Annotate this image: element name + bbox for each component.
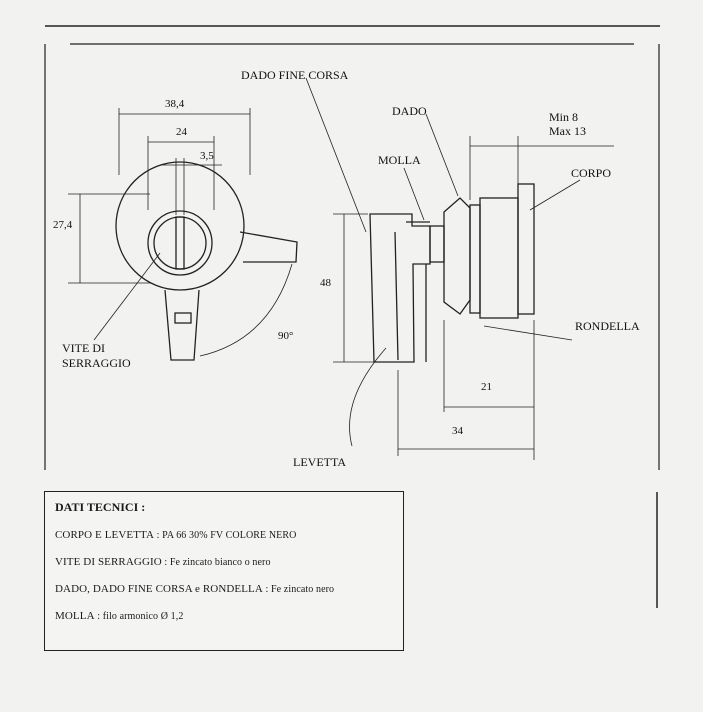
- spec-row: DADO, DADO FINE CORSA e RONDELLA : Fe zi…: [55, 583, 393, 595]
- label-vite-line2: SERRAGGIO: [62, 356, 131, 370]
- dim-27-4: 27,4: [53, 219, 73, 231]
- spec-key: DADO, DADO FINE CORSA e RONDELLA: [55, 583, 263, 595]
- label-vite-line1: VITE DI: [62, 341, 105, 355]
- sheet-frame: [44, 25, 660, 608]
- label-molla: MOLLA: [378, 153, 421, 167]
- label-max: Max 13: [549, 124, 586, 138]
- specs-title: DATI TECNICI :: [55, 500, 146, 514]
- dim-34: 34: [452, 425, 463, 437]
- spec-row: VITE DI SERRAGGIO : Fe zincato bianco o …: [55, 556, 393, 568]
- label-dado: DADO: [392, 104, 427, 118]
- spec-row: CORPO E LEVETTA : PA 66 30% FV COLORE NE…: [55, 529, 393, 541]
- spec-key: VITE DI SERRAGGIO: [55, 556, 162, 568]
- label-levetta: LEVETTA: [293, 455, 347, 469]
- spec-key: MOLLA: [55, 610, 95, 622]
- dim-90: 90°: [278, 330, 294, 342]
- label-rondella: RONDELLA: [575, 319, 640, 333]
- label-dado-fine-corsa: DADO FINE CORSA: [241, 68, 349, 82]
- technical-data-box: DATI TECNICI : CORPO E LEVETTA : PA 66 3…: [44, 491, 404, 651]
- front-view: [115, 161, 298, 361]
- dim-21: 21: [481, 381, 492, 393]
- dim-24: 24: [176, 126, 187, 138]
- spec-key: CORPO E LEVETTA: [55, 529, 155, 541]
- spec-value: : PA 66 30% FV COLORE NERO: [154, 530, 297, 541]
- label-min: Min 8: [549, 110, 579, 124]
- spec-value: : Fe zincato nero: [262, 584, 335, 595]
- spec-row: MOLLA : filo armonico Ø 1,2: [55, 610, 393, 622]
- dim-3-5: 3,5: [200, 150, 214, 162]
- side-view: [369, 183, 535, 363]
- front-view-dims: [68, 108, 293, 357]
- dim-38-4: 38,4: [165, 98, 185, 110]
- side-view-dims: [305, 77, 614, 460]
- label-corpo: CORPO: [571, 166, 612, 180]
- spec-value: : filo armonico Ø 1,2: [94, 611, 184, 622]
- dim-48: 48: [320, 277, 331, 289]
- spec-value: : Fe zincato bianco o nero: [161, 557, 271, 568]
